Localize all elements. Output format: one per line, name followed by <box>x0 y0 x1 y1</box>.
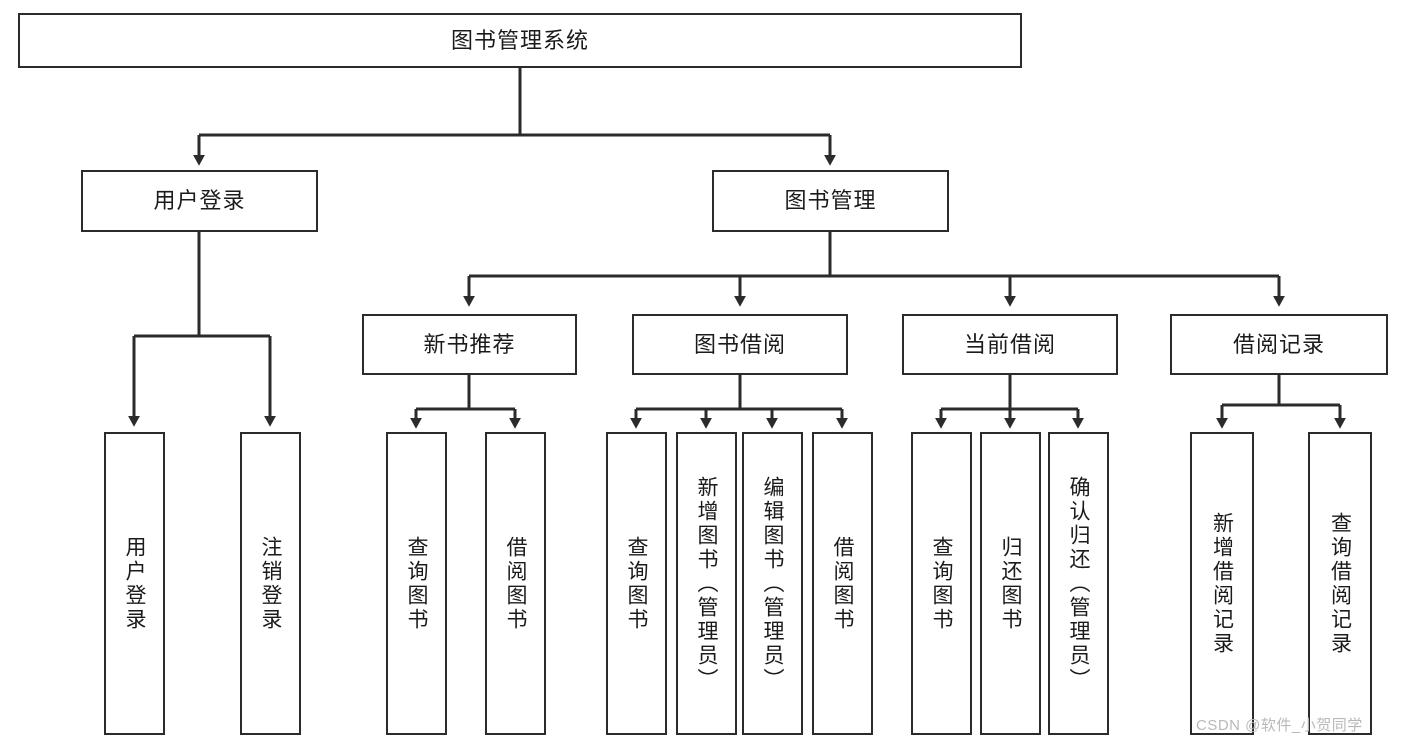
node-label: 图书借阅 <box>693 331 786 357</box>
node-book-borrow[interactable]: 图书借阅 <box>632 314 848 375</box>
node-label: 图书管理系统 <box>450 27 589 53</box>
node-label: 借阅记录 <box>1232 331 1325 357</box>
leaf-borrow-query-book[interactable]: 查询图书 <box>606 432 667 735</box>
csdn-watermark: CSDN @软件_小贺同学 <box>1196 717 1363 734</box>
node-book-management[interactable]: 图书管理 <box>712 170 949 232</box>
leaf-record-query-record[interactable]: 查询借阅记录 <box>1308 432 1372 735</box>
node-label: 编辑图书（管理员） <box>761 475 784 692</box>
node-label: 注销登录 <box>259 535 282 632</box>
leaf-borrow-edit-book-admin[interactable]: 编辑图书（管理员） <box>742 432 803 735</box>
leaf-user-login-login[interactable]: 用户登录 <box>104 432 165 735</box>
node-label: 用户登录 <box>123 535 146 632</box>
node-label: 借阅图书 <box>504 535 527 632</box>
leaf-borrow-borrow-book[interactable]: 借阅图书 <box>812 432 873 735</box>
leaf-current-confirm-return-admin[interactable]: 确认归还（管理员） <box>1048 432 1109 735</box>
node-label: 当前借阅 <box>963 331 1056 357</box>
node-root-book-management-system[interactable]: 图书管理系统 <box>18 13 1022 68</box>
node-label: 查询借阅记录 <box>1328 511 1352 656</box>
node-label: 归还图书 <box>999 535 1022 632</box>
node-new-book-recommend[interactable]: 新书推荐 <box>362 314 577 375</box>
leaf-current-query-book[interactable]: 查询图书 <box>911 432 972 735</box>
leaf-record-add-record[interactable]: 新增借阅记录 <box>1190 432 1254 735</box>
node-label: 用户登录 <box>153 188 246 214</box>
node-label: 新增图书（管理员） <box>695 475 718 692</box>
node-label: 查询图书 <box>405 535 428 632</box>
node-user-login[interactable]: 用户登录 <box>81 170 318 232</box>
node-label: 新书推荐 <box>423 331 516 357</box>
node-label: 确认归还（管理员） <box>1067 475 1090 692</box>
leaf-borrow-add-book-admin[interactable]: 新增图书（管理员） <box>676 432 737 735</box>
node-label: 图书管理 <box>784 188 877 214</box>
node-label: 查询图书 <box>625 535 648 632</box>
leaf-recommend-borrow-book[interactable]: 借阅图书 <box>485 432 546 735</box>
leaf-recommend-query-book[interactable]: 查询图书 <box>386 432 447 735</box>
node-label: 查询图书 <box>930 535 953 632</box>
node-borrow-record[interactable]: 借阅记录 <box>1170 314 1388 375</box>
node-label: 新增借阅记录 <box>1210 511 1234 656</box>
leaf-current-return-book[interactable]: 归还图书 <box>980 432 1041 735</box>
node-label: 借阅图书 <box>831 535 854 632</box>
leaf-user-login-logout[interactable]: 注销登录 <box>240 432 301 735</box>
node-current-borrow[interactable]: 当前借阅 <box>902 314 1118 375</box>
